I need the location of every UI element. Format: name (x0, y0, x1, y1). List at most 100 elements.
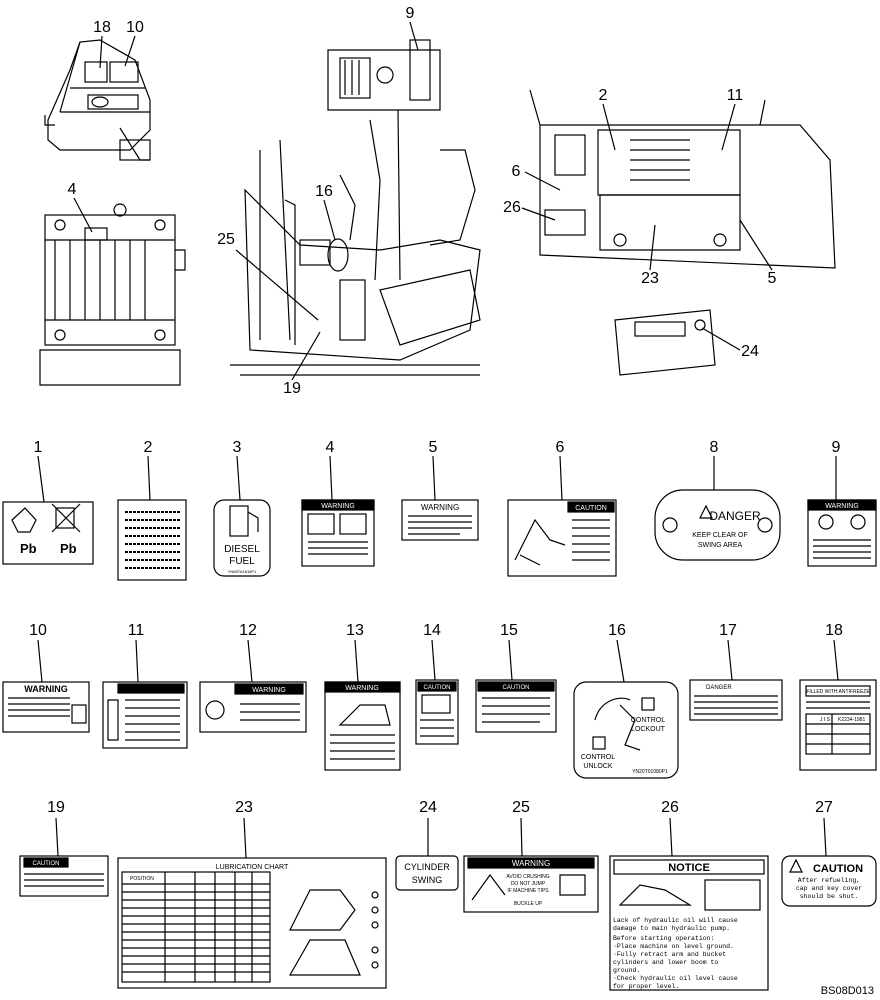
callout-24: 24 (741, 343, 759, 360)
decal-4-heading: WARNING (321, 503, 355, 510)
decal-1-number: 1 (34, 439, 43, 456)
decal-12-heading: WARNING (252, 687, 286, 694)
decal-5: WARNING (401, 499, 479, 541)
decal-4-number: 4 (326, 439, 335, 456)
fuel-cover-drawing (614, 309, 716, 376)
decal-1-text-pb-left: Pb (20, 541, 37, 556)
decal-11 (102, 681, 188, 749)
decal-25-line-4: BUCKLE UP (514, 901, 543, 907)
decal-14-heading: CAUTION (424, 685, 451, 691)
decal-26-line-7: ground. (613, 967, 640, 974)
decal-26-heading: NOTICE (668, 862, 710, 874)
decal-26-line-6: cylinders and lower boom to (613, 959, 718, 966)
decal-25-line-3: IF MACHINE TIPS (507, 888, 549, 894)
decal-6: CAUTION (507, 499, 617, 577)
decal-10-number: 10 (29, 622, 47, 639)
decal-25: WARNING AVOID CRUSHING DO NOT JUMP IF MA… (463, 855, 599, 913)
decal-26-line-5: ·Fully retract arm and bucket (613, 951, 726, 958)
decal-17-number: 17 (719, 622, 737, 639)
callout-26: 26 (503, 199, 521, 216)
decal-26-line-9: for proper level. (613, 983, 679, 990)
decal-9-number: 9 (832, 439, 841, 456)
decal-9: WARNING (807, 499, 877, 567)
decal-16-part-code: YN20T01080P1 (632, 769, 668, 775)
decal-15-number: 15 (500, 622, 518, 639)
valve-block-drawing (39, 203, 186, 386)
decal-23-number: 23 (235, 799, 253, 816)
decal-18-jis: J I S (820, 717, 831, 723)
decal-16-text-unlock: UNLOCK (583, 763, 613, 770)
decal-3: DIESEL FUEL YN58TA1816P1 (213, 499, 271, 577)
callout-6: 6 (512, 163, 521, 180)
callout-4: 4 (68, 181, 77, 198)
decal-25-number: 25 (512, 799, 530, 816)
decal-26-line-4: ·Place machine on level ground. (613, 943, 734, 950)
decal-18-jis-code: K2234-1981 (838, 717, 865, 723)
decal-27-line-2: cap and key cover (796, 885, 862, 892)
engine-compartment-drawing (529, 89, 836, 269)
decal-25-line-1: AVOID CRUSHING (506, 874, 549, 880)
callout-2: 2 (599, 87, 608, 104)
engine-detail-drawing (327, 39, 441, 111)
figure-code: BS08D013 (821, 985, 874, 997)
callout-19: 19 (283, 380, 301, 397)
callout-25: 25 (217, 231, 235, 248)
decal-1-text-pb-right: Pb (60, 541, 77, 556)
decal-3-text-fuel: FUEL (229, 556, 255, 567)
decal-16-text-control-2: CONTROL (581, 754, 615, 761)
decal-18-heading: FILLED WITH ANTIFREEZE (806, 689, 870, 695)
decal-3-number: 3 (233, 439, 242, 456)
decal-27-number: 27 (815, 799, 833, 816)
callout-16: 16 (315, 183, 333, 200)
decal-4: WARNING (301, 499, 375, 567)
decal-26-line-1: Lack of hydraulic oil will cause (613, 917, 738, 924)
decal-11-number: 11 (128, 622, 145, 639)
decal-3-text-diesel: DIESEL (224, 544, 260, 555)
decal-26: NOTICE Lack of hydraulic oil will cause … (609, 855, 769, 991)
decal-19-heading: CAUTION (33, 861, 60, 867)
decal-17-heading: DANGER (706, 685, 732, 691)
decal-14: CAUTION (415, 679, 459, 745)
decal-6-heading: CAUTION (575, 505, 607, 512)
decal-19: CAUTION (19, 855, 109, 897)
decal-10: WARNING (2, 681, 90, 733)
decal-15-heading: CAUTION (503, 685, 530, 691)
callout-10: 10 (126, 19, 144, 36)
decal-26-line-8: ·Check hydraulic oil level cause (613, 975, 738, 982)
decal-27-heading: CAUTION (813, 863, 863, 875)
decal-13: WARNING (324, 681, 401, 771)
decal-8: DANGER KEEP CLEAR OF SWING AREA (654, 489, 781, 561)
decal-23: LUBRICATION CHART POSITION (117, 857, 387, 989)
decal-16-text-lockout: LOCKOUT (631, 726, 666, 733)
decal-2-number: 2 (144, 439, 153, 456)
decal-19-number: 19 (47, 799, 65, 816)
decal-6-number: 6 (556, 439, 565, 456)
decal-23-position-header: POSITION (130, 876, 154, 882)
decal-12-number: 12 (239, 622, 257, 639)
decal-24-text-cylinder: CYLINDER (404, 862, 450, 872)
callout-11: 11 (727, 87, 744, 104)
decal-8-heading: DANGER (709, 509, 761, 523)
decal-18-number: 18 (825, 622, 843, 639)
decal-25-line-2: DO NOT JUMP (511, 881, 546, 887)
decal-18: FILLED WITH ANTIFREEZE J I S K2234-1981 (799, 679, 877, 771)
control-console-drawing (44, 39, 151, 161)
decal-8-number: 8 (710, 439, 719, 456)
decal-5-heading: WARNING (421, 503, 459, 512)
callout-18: 18 (93, 19, 111, 36)
decal-24-text-swing: SWING (412, 875, 443, 885)
decal-1: Pb Pb (2, 501, 94, 565)
decal-17: DANGER (689, 679, 783, 721)
decal-10-heading: WARNING (24, 684, 68, 694)
decal-16-text-control-1: CONTROL (631, 717, 665, 724)
callout-5: 5 (768, 270, 777, 287)
decal-8-line-2: SWING AREA (698, 542, 743, 549)
decal-26-line-2: damage to main hydraulic pump. (613, 925, 730, 932)
decal-16-number: 16 (608, 622, 626, 639)
decal-9-heading: WARNING (825, 503, 859, 510)
decal-26-number: 26 (661, 799, 679, 816)
decal-27-line-1: After refueling, (798, 877, 860, 884)
callout-9: 9 (406, 5, 415, 22)
decal-13-number: 13 (346, 622, 364, 639)
decal-13-heading: WARNING (345, 685, 379, 692)
